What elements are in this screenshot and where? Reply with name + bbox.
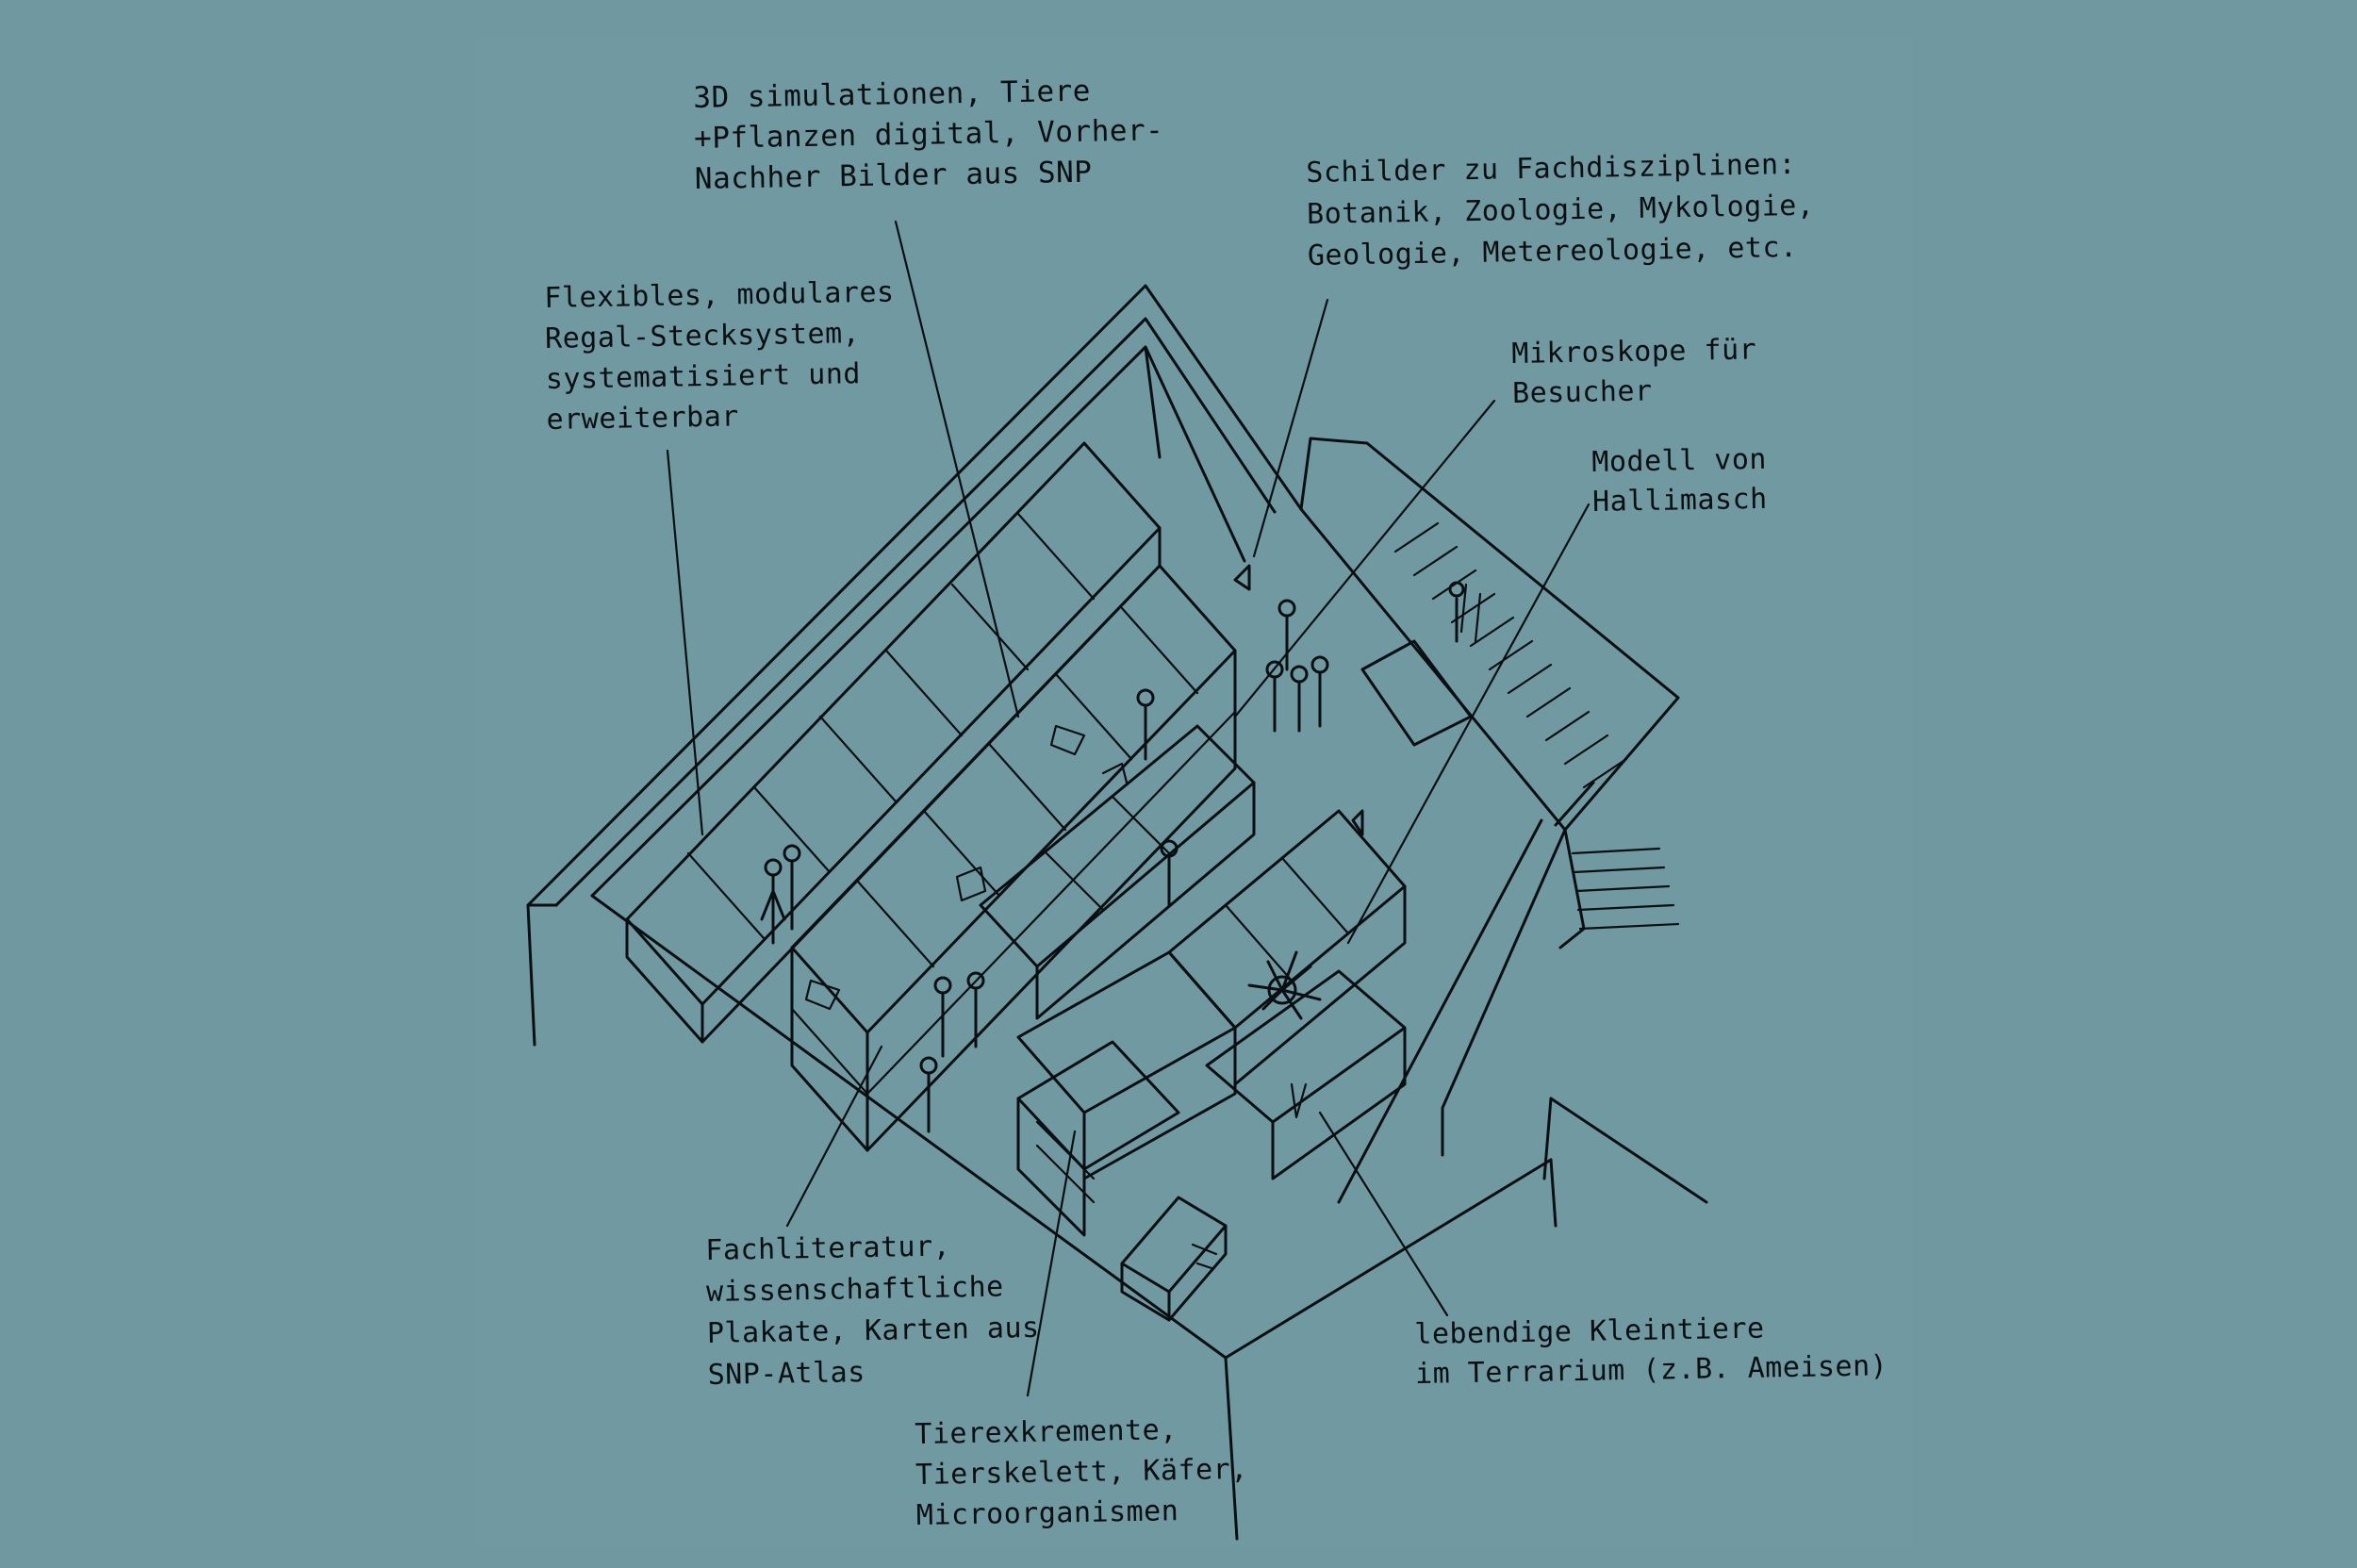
annotation-specimens: Tierexkremente, Tierskelett, Käfer, Micr… <box>915 1409 1249 1536</box>
annotation-shelving: Flexibles, modulares Regal-Stecksystem, … <box>544 272 897 440</box>
annotation-literature: Fachliteratur, wissenschaftliche Plakate… <box>705 1225 1041 1396</box>
annotation-microscopes: Mikroskope für Besucher <box>1511 330 1757 414</box>
annotation-terrarium: lebendige Kleintiere im Terrarium (z.B. … <box>1414 1307 1888 1395</box>
shelving-rows <box>627 443 1405 1150</box>
annotation-fungus-model: Modell von Hallimasch <box>1591 440 1768 522</box>
annotation-simulations: 3D simulationen, Tiere +Pflanzen digital… <box>693 70 1164 200</box>
annotation-signs: Schilder zu Fachdisziplinen: Botanik, Zo… <box>1306 144 1816 277</box>
display-counters <box>1018 952 1405 1320</box>
